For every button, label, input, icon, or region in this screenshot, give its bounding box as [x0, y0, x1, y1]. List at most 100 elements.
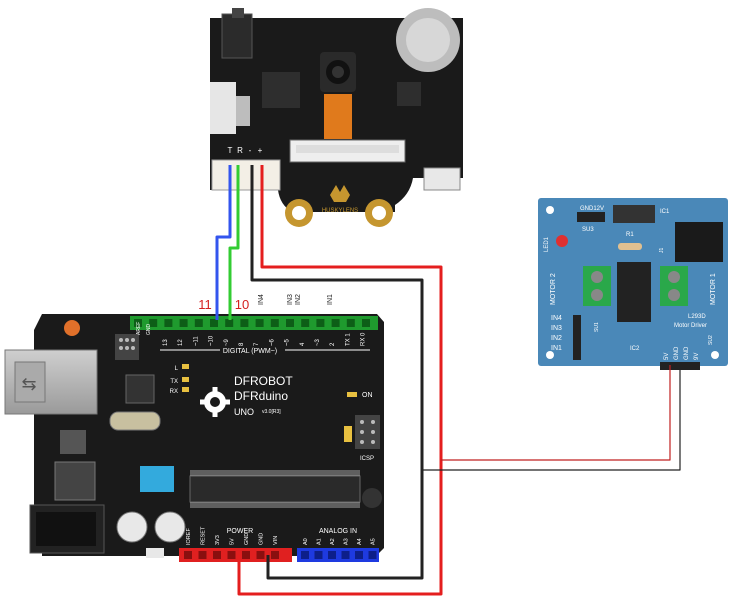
power-jack	[675, 222, 723, 262]
analog-pin-label: A4	[357, 538, 363, 545]
digital-pin-label: 4	[300, 342, 306, 346]
digital-pin-socket	[362, 319, 370, 327]
digital-pin-socket	[164, 319, 173, 327]
power-pin-socket	[271, 551, 279, 559]
digital-pin-socket	[346, 319, 355, 327]
power-pin-socket	[256, 551, 265, 559]
pin-label-r: R	[237, 146, 243, 155]
digital-pin-socket	[316, 319, 325, 327]
analog-pin-label: A3	[344, 538, 350, 545]
annotation-in2: IN2	[295, 294, 302, 305]
usb-icon: ⇆	[21, 374, 36, 394]
md-5v: 5V	[664, 353, 670, 360]
power-pin-label: 5V	[230, 538, 236, 545]
led-label-l: L	[175, 366, 179, 372]
led1-label: LED1	[544, 236, 550, 252]
power-label: POWER	[227, 528, 253, 535]
md-9v: 9V	[694, 353, 700, 360]
power-pin-label: GND	[244, 533, 250, 545]
digital-pin-label: TX 1	[345, 333, 351, 346]
power-pin-label: VIN	[273, 536, 279, 545]
analog-pin-socket	[328, 551, 336, 559]
analog-pin-socket	[301, 551, 309, 559]
digital-pin-socket	[331, 319, 340, 327]
capacitor-1	[116, 511, 148, 543]
digital-header	[130, 316, 378, 330]
pin-label-minus: -	[249, 146, 252, 155]
digital-pin-socket	[210, 319, 218, 327]
digital-pin-label: ~6	[269, 338, 275, 346]
pin-label-plus: +	[258, 146, 263, 155]
ic2-label: IC2	[630, 346, 640, 352]
ic1-regulator	[613, 205, 655, 223]
brand-line1: DFROBOT	[234, 374, 293, 388]
camera-ribbon	[324, 94, 352, 139]
l293d-label: L293D	[688, 314, 706, 320]
md-in4: IN4	[551, 315, 562, 322]
digital-pin-label: ~10	[209, 335, 215, 346]
digital-pin-socket	[225, 319, 234, 327]
usb-port	[423, 167, 461, 191]
power-pin-socket	[198, 551, 207, 559]
power-pin-label: RESET	[201, 526, 207, 545]
icsp-header	[355, 415, 380, 449]
digital-pin-label: ~9	[224, 338, 230, 346]
connector-left	[210, 82, 236, 134]
motor1-label: MOTOR 1	[710, 273, 717, 305]
reset-button	[221, 13, 253, 59]
dfrobot-logo-icon	[200, 387, 230, 417]
huskylens-brand: HUSKYLENS	[322, 208, 358, 214]
analog-pin-label: A2	[330, 538, 336, 545]
digital-pin-socket	[286, 319, 294, 327]
su2-label: SU2	[708, 335, 714, 345]
analog-pin-socket	[355, 551, 363, 559]
husky-logo-icon	[330, 185, 350, 202]
power-pin-label: IOREF	[186, 528, 192, 545]
aref-label: AREF	[136, 322, 142, 335]
power-pin-label: GND	[259, 533, 265, 545]
digital-pin-label: 12	[178, 339, 184, 346]
wire-black-gnd	[250, 165, 424, 580]
led-label-rx: RX	[170, 389, 178, 395]
uart-connector	[211, 159, 281, 191]
annotation-pin10: 10	[235, 297, 249, 312]
digital-pin-socket	[134, 319, 142, 327]
md-gnd1: GND	[674, 346, 680, 360]
pin-label-t: T	[228, 146, 233, 155]
l293d-chip	[617, 262, 651, 322]
power-pin-label: 3V3	[215, 535, 221, 545]
digital-pin-socket	[301, 319, 310, 327]
ic1-label: IC1	[660, 209, 670, 215]
wire-black-md-gnd	[422, 365, 681, 471]
su1-header	[573, 315, 581, 360]
brand-line2: DFRduino	[234, 389, 288, 403]
crystal-blue	[140, 466, 174, 492]
analog-header	[297, 548, 379, 562]
digital-pin-socket	[255, 319, 264, 327]
digital-pin-socket	[194, 319, 203, 327]
digital-pin-label: 8	[239, 342, 245, 346]
digital-pin-label: 13	[163, 339, 169, 346]
annotation-in3: IN3	[287, 294, 294, 305]
analog-pin-label: A1	[317, 538, 323, 545]
md-in3: IN3	[551, 325, 562, 332]
power-pin-socket	[213, 551, 221, 559]
digital-pin-label: ~5	[285, 338, 291, 346]
motor2-label: MOTOR 2	[550, 273, 557, 305]
annotation-pin11: 11	[198, 297, 212, 312]
wire-blue-tx	[215, 165, 232, 320]
motor-driver-board: GND12V SU3 IC1 LED1 R1 J1 MOTOR 2 MOTOR …	[538, 198, 728, 370]
md-in2: IN2	[551, 335, 562, 342]
atmega-chip	[189, 475, 361, 503]
model-label: UNO	[234, 407, 254, 417]
wire-red-5v	[237, 165, 443, 596]
md-in1: IN1	[551, 345, 562, 352]
led-label-tx: TX	[170, 379, 178, 385]
digital-pin-label: ~3	[315, 338, 321, 346]
voltage-regulator	[54, 461, 96, 501]
power-pin-socket	[242, 551, 250, 559]
analog-pin-label: A0	[303, 538, 309, 545]
crystal	[109, 411, 161, 431]
capacitor-2	[154, 511, 186, 543]
